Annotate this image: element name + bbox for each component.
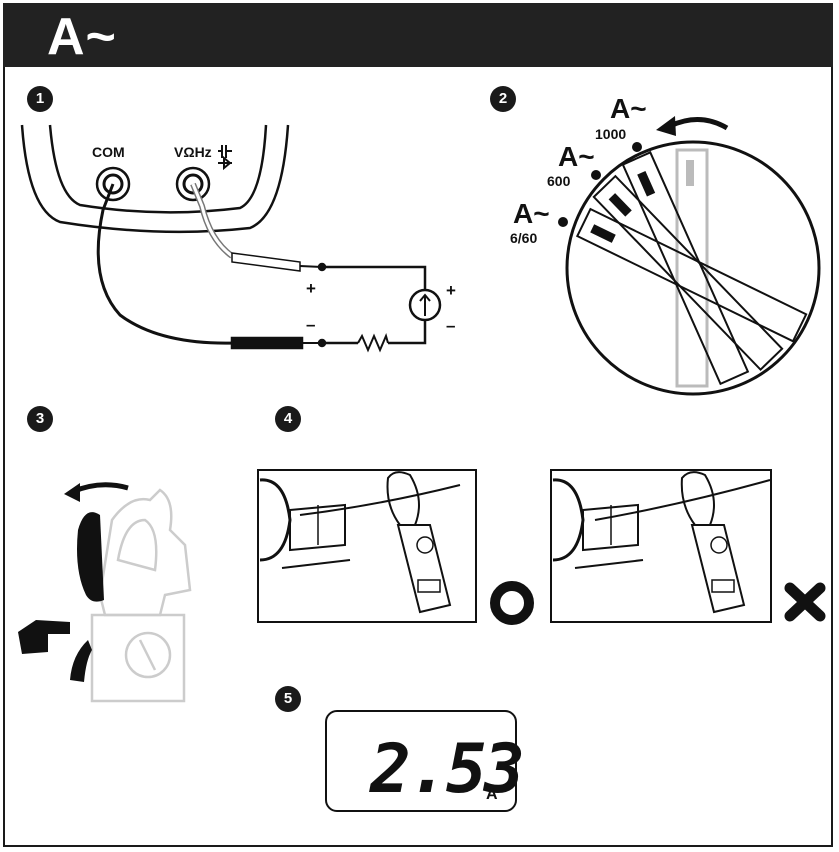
volt-label: VΩHz (174, 144, 212, 160)
step-4-badge: 4 (275, 406, 301, 432)
wrong-mark-icon (784, 582, 826, 622)
open-arrow-icon (71, 482, 129, 495)
source-minus-label: – (446, 316, 455, 335)
range-label-1000: 1000 (595, 126, 626, 142)
range-symbol-600: A~ (558, 141, 595, 172)
position-dot-1000 (632, 142, 642, 152)
source-plus-label: + (446, 281, 456, 300)
position-dot-600 (591, 170, 601, 180)
step1-meter-illustration (20, 124, 442, 353)
lcd-reading: 2.53 (370, 730, 525, 809)
clamp-jaw (77, 512, 104, 602)
range-label-600: 600 (547, 173, 571, 189)
position-dot-6-60 (558, 217, 568, 227)
lcd-display (325, 710, 517, 812)
dial-pointer-inactive (675, 148, 709, 388)
meter-body-outer (20, 124, 290, 234)
dial-pointer-6-60 (575, 207, 808, 343)
page-title: A~ (47, 8, 117, 66)
step2-rotary-dial (558, 116, 821, 396)
step-2-badge: 2 (490, 86, 516, 112)
range-symbol-1000: A~ (610, 93, 647, 124)
press-trigger-hand-icon (18, 620, 70, 654)
range-symbol-6-60: A~ (513, 198, 550, 229)
current-source-symbol (408, 288, 442, 322)
lcd-unit: A (486, 786, 498, 803)
volt-jack (175, 166, 211, 202)
meter-body-inner (48, 124, 268, 214)
com-jack (95, 166, 131, 202)
probe-minus-label: – (306, 315, 315, 334)
step-3-badge: 3 (27, 406, 53, 432)
rotation-arrow-icon (668, 117, 729, 131)
black-lead-wire (96, 183, 236, 345)
com-label: COM (92, 144, 125, 160)
range-label-6-60: 6/60 (510, 230, 537, 246)
step-5-badge: 5 (275, 686, 301, 712)
step4-incorrect-panel (550, 469, 772, 623)
probe-plus-label: + (306, 279, 316, 298)
clamp-meter-body (396, 524, 452, 614)
header-bar: A~ (3, 3, 833, 67)
circuit-right-wire (388, 320, 427, 345)
dial-circle (565, 140, 821, 396)
step4-correct-panel (257, 469, 477, 623)
correct-mark-icon (490, 581, 534, 625)
resistor-symbol (357, 333, 389, 353)
step-1-badge: 1 (27, 86, 53, 112)
step3-clamp-illustration (18, 482, 192, 703)
circuit-top-wire (322, 265, 427, 290)
capacitor-diode-icon (218, 145, 232, 171)
red-probe (231, 252, 301, 272)
black-probe (230, 336, 304, 350)
